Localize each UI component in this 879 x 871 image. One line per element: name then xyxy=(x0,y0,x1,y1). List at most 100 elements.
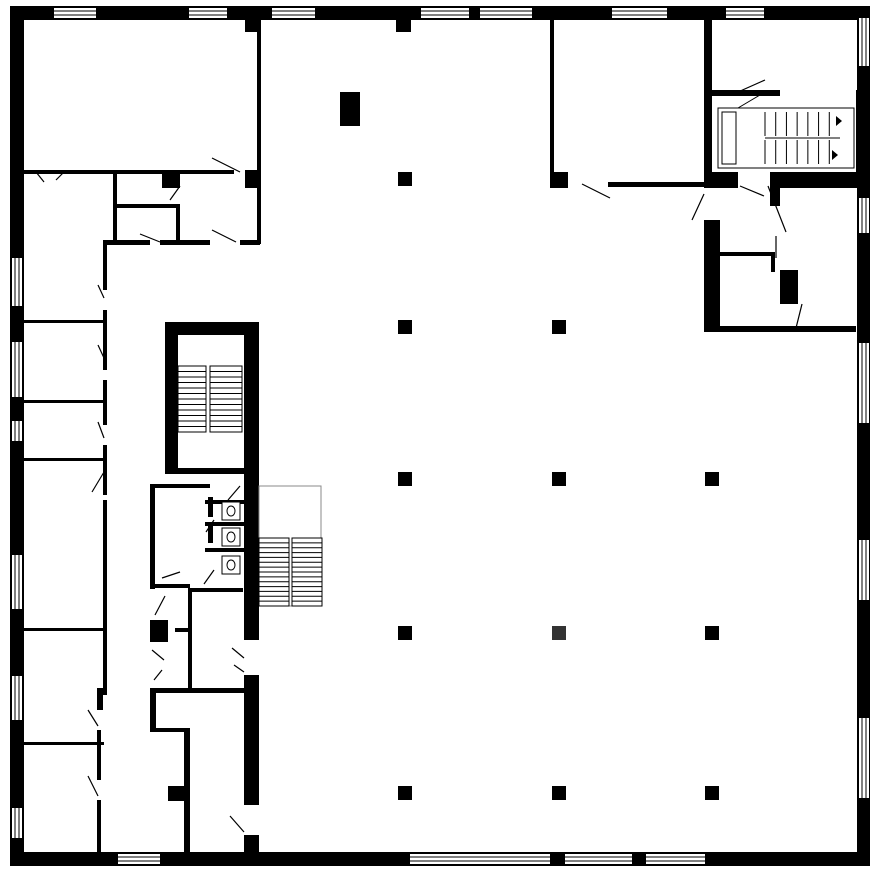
structural-column xyxy=(398,472,412,486)
door-swing xyxy=(233,664,245,673)
interior-wall xyxy=(244,835,259,855)
interior-wall xyxy=(188,588,192,688)
window xyxy=(54,8,96,18)
window xyxy=(12,258,22,306)
structural-column xyxy=(705,786,719,800)
interior-wall xyxy=(162,170,180,188)
interior-wall xyxy=(240,240,260,245)
window xyxy=(12,808,22,838)
structural-column xyxy=(398,320,412,334)
door-swing xyxy=(97,421,105,439)
interior-wall xyxy=(150,728,188,732)
interior-wall xyxy=(150,620,168,642)
door-swing xyxy=(203,569,215,585)
interior-wall xyxy=(396,16,411,32)
interior-wall xyxy=(856,90,860,180)
door-swing xyxy=(211,229,237,243)
interior-wall xyxy=(150,484,210,488)
interior-wall xyxy=(24,628,106,631)
interior-wall xyxy=(150,688,245,693)
window xyxy=(726,8,764,18)
interior-wall xyxy=(160,240,210,245)
interior-wall xyxy=(205,548,245,552)
interior-wall xyxy=(105,240,150,245)
door-swing xyxy=(87,709,99,727)
interior-wall xyxy=(716,326,856,332)
window xyxy=(12,676,22,720)
toilet-bowl xyxy=(226,531,236,543)
door-swing xyxy=(153,669,163,681)
interior-wall xyxy=(244,675,259,805)
interior-wall xyxy=(716,252,774,256)
structural-column xyxy=(705,626,719,640)
interior-wall xyxy=(97,800,101,855)
toilet-bowl xyxy=(226,559,236,571)
window xyxy=(859,540,869,600)
interior-wall xyxy=(103,445,107,495)
door-swing xyxy=(737,79,766,93)
interior-wall xyxy=(704,16,712,186)
interior-wall xyxy=(165,322,178,474)
toilet-bowl xyxy=(226,505,236,517)
interior-wall xyxy=(24,400,106,403)
interior-wall xyxy=(24,170,30,174)
window xyxy=(480,8,532,18)
window xyxy=(859,343,869,423)
door-swing xyxy=(97,344,105,359)
structural-column xyxy=(552,626,566,640)
door-swing xyxy=(87,775,99,797)
interior-wall xyxy=(150,688,156,730)
structural-column xyxy=(552,472,566,486)
window xyxy=(645,854,705,864)
interior-wall xyxy=(24,458,106,461)
door-swing xyxy=(151,649,165,661)
interior-wall xyxy=(24,742,104,745)
interior-wall xyxy=(175,628,192,632)
windows xyxy=(12,8,869,864)
door-swing xyxy=(161,571,181,579)
structural-column xyxy=(632,852,646,866)
window xyxy=(421,8,469,18)
interior-wall xyxy=(704,220,720,332)
interior-wall xyxy=(24,170,234,174)
window xyxy=(272,8,315,18)
interior-wall xyxy=(188,588,243,592)
window xyxy=(12,342,22,397)
window xyxy=(859,18,869,66)
door-swing xyxy=(154,595,166,616)
stair-rail xyxy=(737,91,766,109)
interior-wall xyxy=(208,523,213,543)
structural-column xyxy=(398,626,412,640)
door-swing xyxy=(55,171,65,181)
interior-wall xyxy=(257,16,261,244)
columns xyxy=(398,172,719,866)
interior-wall xyxy=(168,786,188,801)
stair-landing xyxy=(721,111,737,165)
interior-wall xyxy=(770,186,780,206)
interior-wall xyxy=(208,497,213,517)
door-swing xyxy=(691,193,705,221)
interior-wall xyxy=(97,688,103,710)
structural-column xyxy=(705,472,719,486)
door-swing xyxy=(211,157,241,173)
door-swing xyxy=(739,185,765,197)
door-swing xyxy=(767,185,787,233)
window xyxy=(189,8,227,18)
interior-wall xyxy=(103,500,107,695)
interior-wall xyxy=(770,172,857,188)
door-swing xyxy=(139,233,161,243)
interior-wall xyxy=(150,484,155,589)
fixtures xyxy=(221,501,241,575)
interior-wall xyxy=(113,204,179,208)
window xyxy=(859,198,869,233)
interior-wall xyxy=(245,16,259,32)
structural-column xyxy=(398,172,412,186)
interior-wall xyxy=(103,310,107,370)
stair-direction-arrow xyxy=(836,116,842,126)
interior-wall xyxy=(205,522,245,526)
interior-wall xyxy=(150,584,190,588)
door-swing xyxy=(97,284,105,299)
door-swing xyxy=(227,485,241,501)
door-swing xyxy=(91,471,105,493)
